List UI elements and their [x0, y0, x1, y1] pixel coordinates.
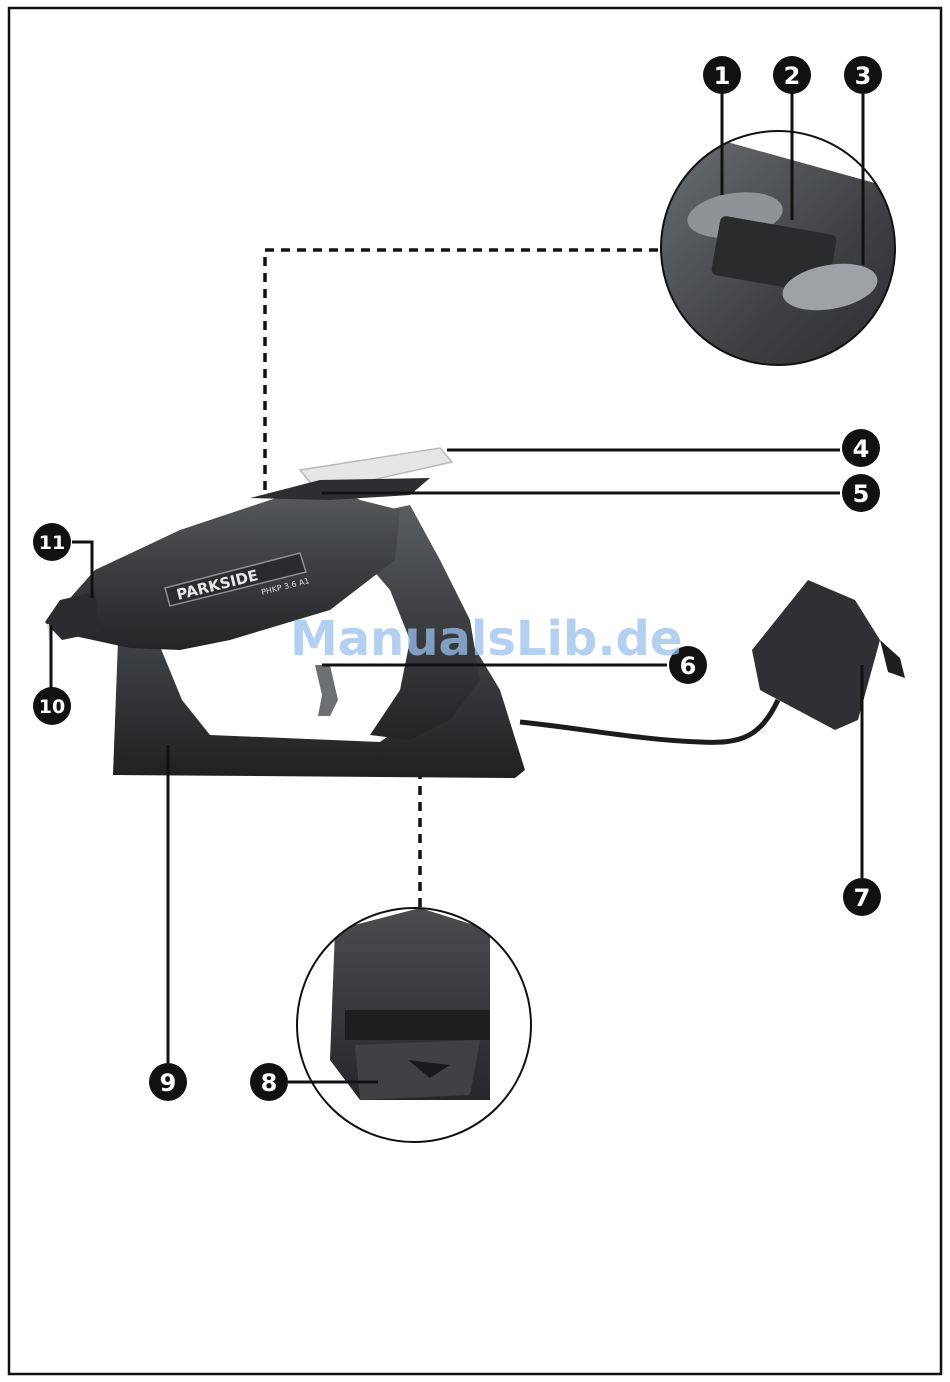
svg-text:10: 10: [39, 696, 65, 718]
svg-text:9: 9: [160, 1069, 177, 1097]
trigger: [315, 665, 338, 716]
callout-9: 9: [149, 1063, 187, 1101]
charging-socket: [355, 1040, 480, 1100]
svg-text:8: 8: [261, 1069, 278, 1097]
callout-10: 10: [33, 687, 71, 725]
svg-text:4: 4: [853, 435, 870, 463]
svg-text:3: 3: [855, 62, 872, 90]
adapter-plug: [880, 640, 905, 678]
power-cord: [520, 700, 778, 742]
callout-4: 4: [842, 429, 880, 467]
callout-1: 1: [703, 56, 741, 94]
top-cover: [250, 478, 430, 500]
callout-8: 8: [250, 1063, 288, 1101]
svg-text:11: 11: [39, 532, 65, 554]
svg-text:5: 5: [853, 480, 870, 508]
watermark: ManualsLib.de: [290, 611, 682, 667]
svg-text:7: 7: [854, 884, 871, 912]
callout-11: 11: [33, 523, 71, 561]
callout-2: 2: [773, 56, 811, 94]
nozzle: [45, 592, 100, 640]
callout-7: 7: [843, 878, 881, 916]
dashed-connector-top: [265, 250, 660, 490]
callout-5: 5: [842, 474, 880, 512]
callout-3: 3: [844, 56, 882, 94]
svg-text:1: 1: [714, 62, 731, 90]
svg-text:2: 2: [784, 62, 801, 90]
zoom-detail-socket: [297, 908, 531, 1142]
